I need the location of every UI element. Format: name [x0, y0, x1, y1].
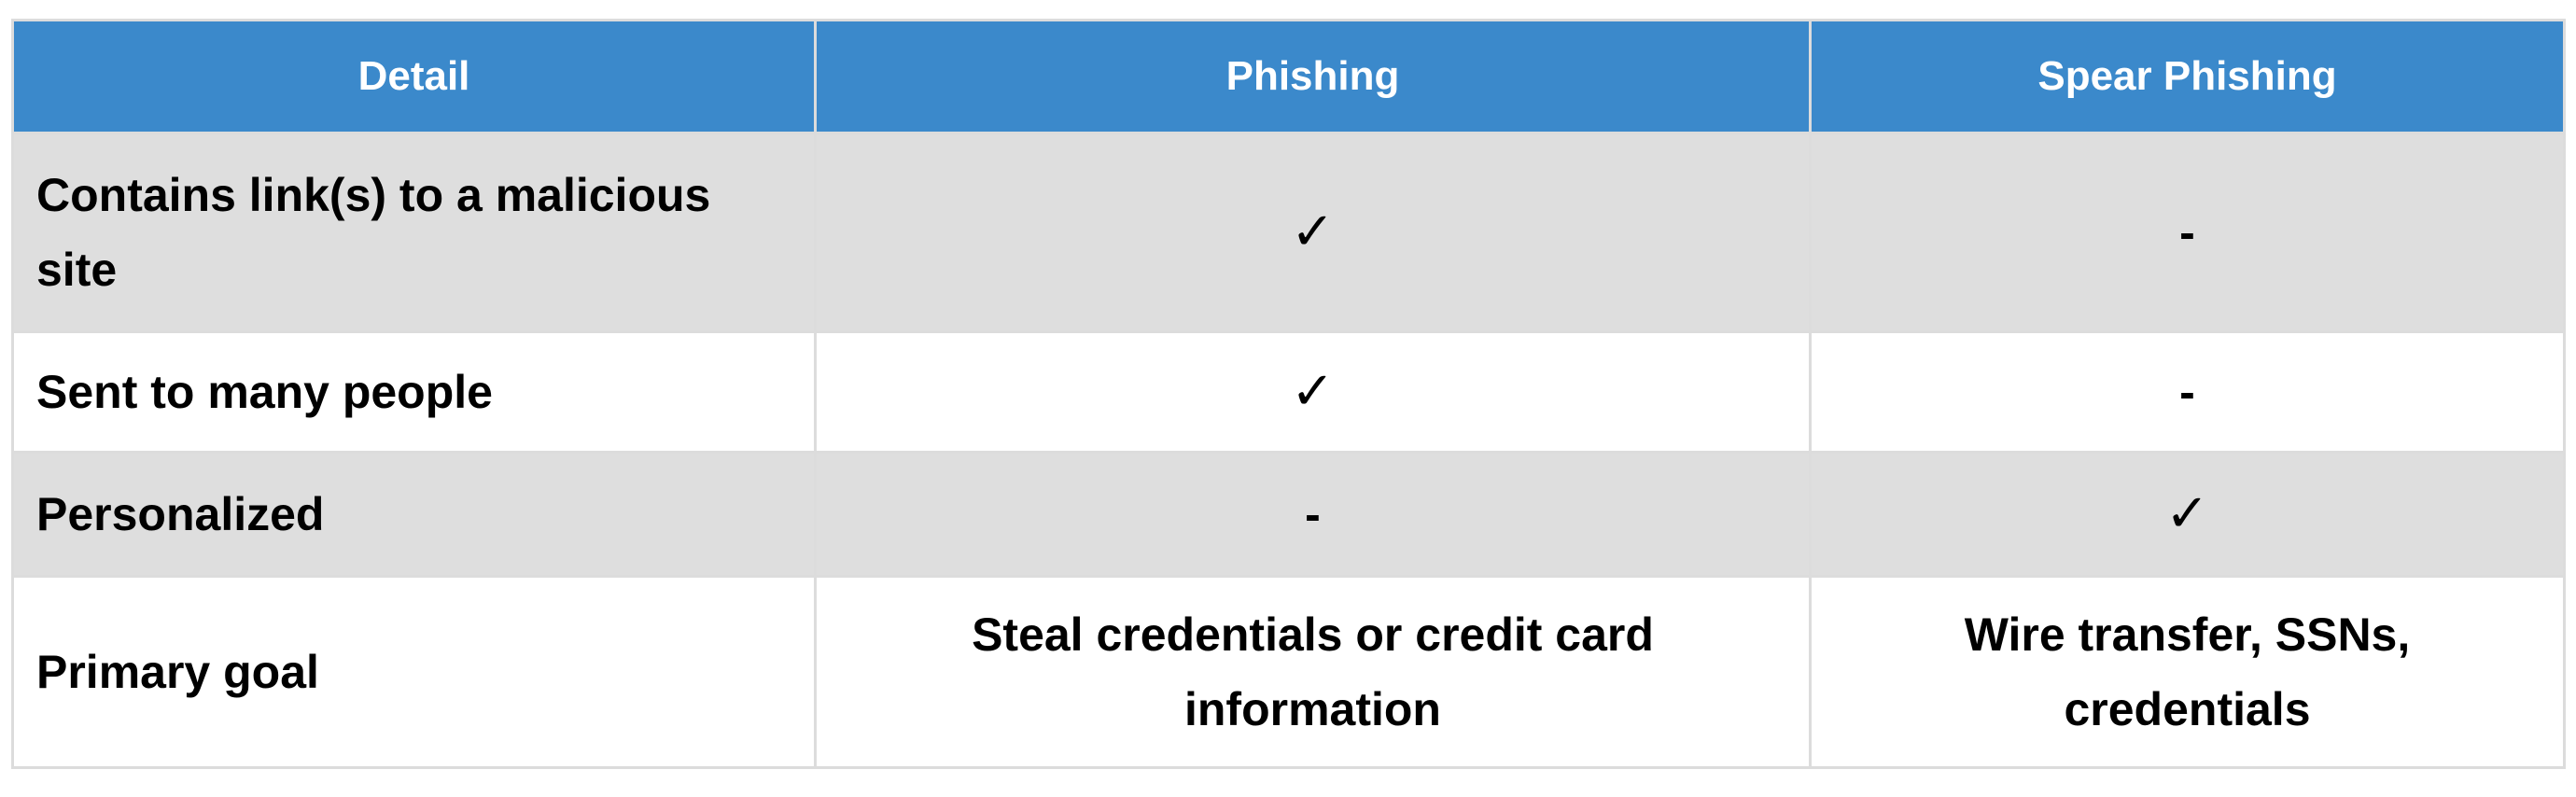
- check-mark-icon: ✓: [1291, 360, 1335, 422]
- phishing-comparison-table: Detail Phishing Spear Phishing Contains …: [11, 19, 2566, 769]
- row-phishing-cell: ✓: [814, 330, 1812, 454]
- table-header: Detail Phishing Spear Phishing: [11, 19, 2566, 134]
- row-phishing-cell: ✓: [814, 132, 1812, 333]
- row-spear-phishing-cell: Wire transfer, SSNs, credentials: [1809, 575, 2566, 769]
- row-phishing-cell: Steal credentials or credit card informa…: [814, 575, 1812, 769]
- row-detail-cell: Contains link(s) to a malicious site: [11, 132, 817, 333]
- row-spear-phishing-cell: ✓: [1809, 451, 2566, 578]
- row-detail-cell: Sent to many people: [11, 330, 817, 454]
- table-row: Contains link(s) to a malicious site ✓ -: [11, 132, 2566, 333]
- header-detail: Detail: [11, 19, 817, 134]
- header-row: Detail Phishing Spear Phishing: [11, 19, 2566, 134]
- table-row: Personalized - ✓: [11, 451, 2566, 578]
- comparison-table-wrapper: Detail Phishing Spear Phishing Contains …: [11, 19, 2566, 769]
- check-mark-icon: ✓: [2165, 482, 2209, 544]
- table-body: Contains link(s) to a malicious site ✓ -…: [11, 132, 2566, 769]
- row-spear-phishing-cell: -: [1809, 132, 2566, 333]
- row-spear-phishing-cell: -: [1809, 330, 2566, 454]
- dash-icon: -: [2179, 366, 2195, 418]
- row-detail-cell: Personalized: [11, 451, 817, 578]
- dash-icon: -: [1305, 488, 1321, 540]
- check-mark-icon: ✓: [1291, 201, 1335, 262]
- header-phishing: Phishing: [814, 19, 1812, 134]
- table-row: Sent to many people ✓ -: [11, 330, 2566, 454]
- row-detail-cell: Primary goal: [11, 575, 817, 769]
- dash-icon: -: [2179, 206, 2195, 259]
- row-phishing-cell: -: [814, 451, 1812, 578]
- table-row: Primary goal Steal credentials or credit…: [11, 575, 2566, 769]
- header-spear-phishing: Spear Phishing: [1809, 19, 2566, 134]
